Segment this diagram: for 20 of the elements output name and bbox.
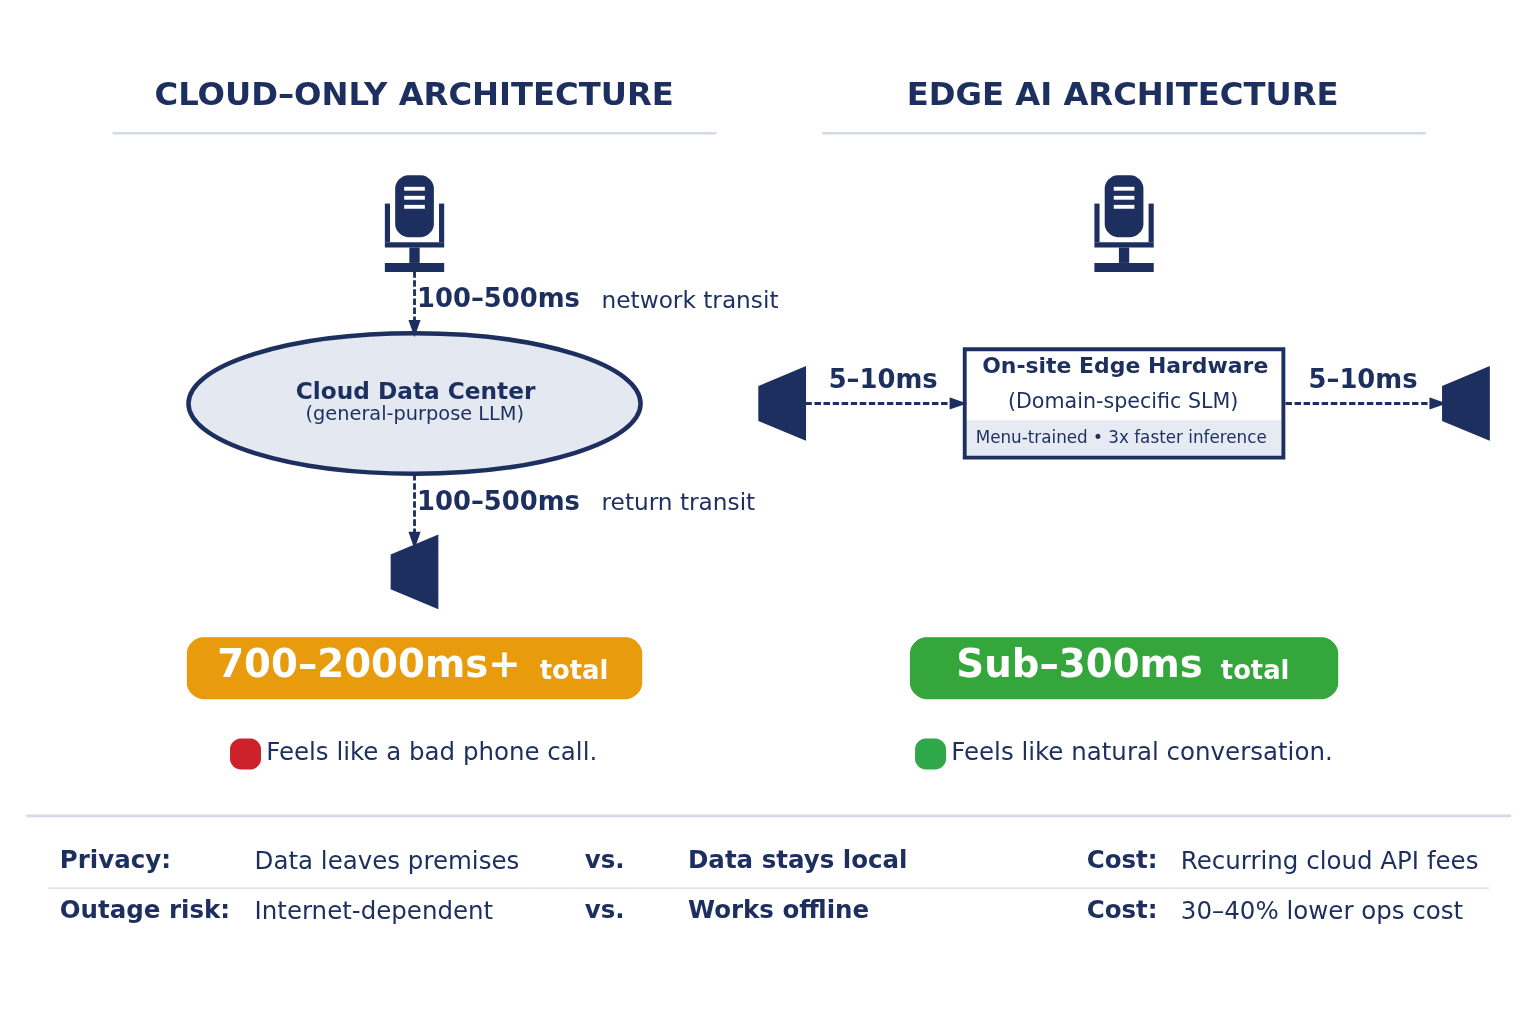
node-label: Feels like a bad phone call.	[266, 737, 598, 767]
label: Internet-dependent	[254, 896, 494, 926]
edge-label: 5–10ms	[828, 364, 938, 394]
label: 30–40% lower ops cost	[1180, 896, 1464, 926]
label: EDGE AI ARCHITECTURE	[906, 74, 1339, 113]
label: Recurring cloud API fees	[1180, 846, 1479, 876]
label: Cost:	[1086, 844, 1158, 874]
label: Works offline	[688, 895, 870, 925]
label: Privacy:	[59, 844, 171, 874]
edge-label: 100–500ms network transit	[417, 283, 779, 314]
label: Outage risk:	[59, 895, 231, 925]
label: CLOUD–ONLY ARCHITECTURE	[154, 74, 674, 113]
label: Data leaves premises	[254, 846, 520, 876]
label: vs.	[584, 895, 625, 925]
label: vs.	[584, 844, 625, 874]
edge-label: 5–10ms	[1308, 364, 1418, 394]
label: Data stays local	[688, 844, 908, 874]
edge-label: 100–500ms return transit	[417, 485, 756, 516]
label: Cost:	[1086, 895, 1158, 925]
node-label: Feels like natural conversation.	[951, 737, 1333, 767]
